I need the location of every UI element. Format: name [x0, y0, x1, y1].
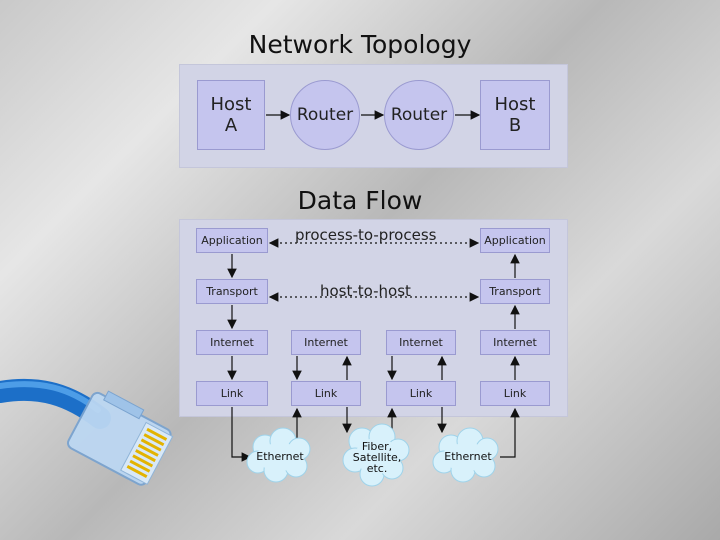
- host-b-internet-layer: Internet: [480, 330, 550, 355]
- host-b-transport-layer: Transport: [480, 279, 550, 304]
- process-to-process-label: process-to-process: [295, 226, 437, 244]
- fiber-satellite-cloud: [342, 423, 410, 487]
- host-a-internet-layer: Internet: [196, 330, 268, 355]
- router-2: Router: [384, 80, 454, 150]
- ethernet-label-right: Ethernet: [444, 450, 492, 463]
- host-to-host-label: host-to-host: [320, 282, 411, 300]
- router-2-link-layer: Link: [386, 381, 456, 406]
- host-b-link-layer: Link: [480, 381, 550, 406]
- fiber-satellite-label: Fiber, Satellite, etc.: [352, 440, 402, 475]
- ethernet-cloud-left: [246, 427, 311, 483]
- router-1-link-layer: Link: [291, 381, 361, 406]
- host-a-link-layer: Link: [196, 381, 268, 406]
- router-1: Router: [290, 80, 360, 150]
- ethernet-cloud-right: [432, 427, 499, 483]
- topology-title: Network Topology: [248, 30, 472, 59]
- router-2-internet-layer: Internet: [386, 330, 456, 355]
- host-b-application-layer: Application: [480, 228, 550, 253]
- host-b-box: Host B: [480, 80, 550, 150]
- host-a-application-layer: Application: [196, 228, 268, 253]
- router-1-internet-layer: Internet: [291, 330, 361, 355]
- host-a-box: Host A: [197, 80, 265, 150]
- ethernet-label-left: Ethernet: [256, 450, 304, 463]
- host-a-transport-layer: Transport: [196, 279, 268, 304]
- dataflow-title: Data Flow: [297, 186, 423, 215]
